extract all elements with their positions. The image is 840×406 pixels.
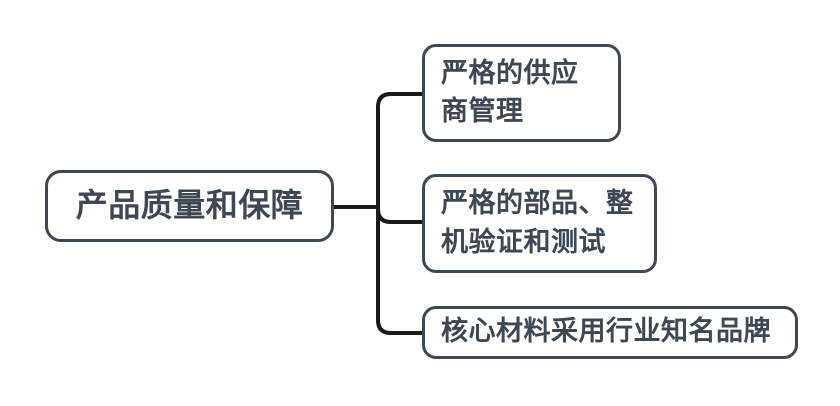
root-node-label: 产品质量和保障 (75, 186, 304, 225)
child-node-label: 核心材料采用行业知名品牌 (441, 316, 771, 348)
child-node-parts-verification-testing[interactable]: 严格的部品、整机验证和测试 (422, 174, 657, 273)
child-node-label: 严格的供应商管理 (441, 57, 579, 127)
root-node-product-quality[interactable]: 产品质量和保障 (45, 170, 334, 242)
child-node-supplier-management[interactable]: 严格的供应商管理 (422, 44, 621, 142)
child-node-core-material-brands[interactable]: 核心材料采用行业知名品牌 (422, 306, 798, 359)
child-node-label: 严格的部品、整机验证和测试 (441, 188, 634, 258)
